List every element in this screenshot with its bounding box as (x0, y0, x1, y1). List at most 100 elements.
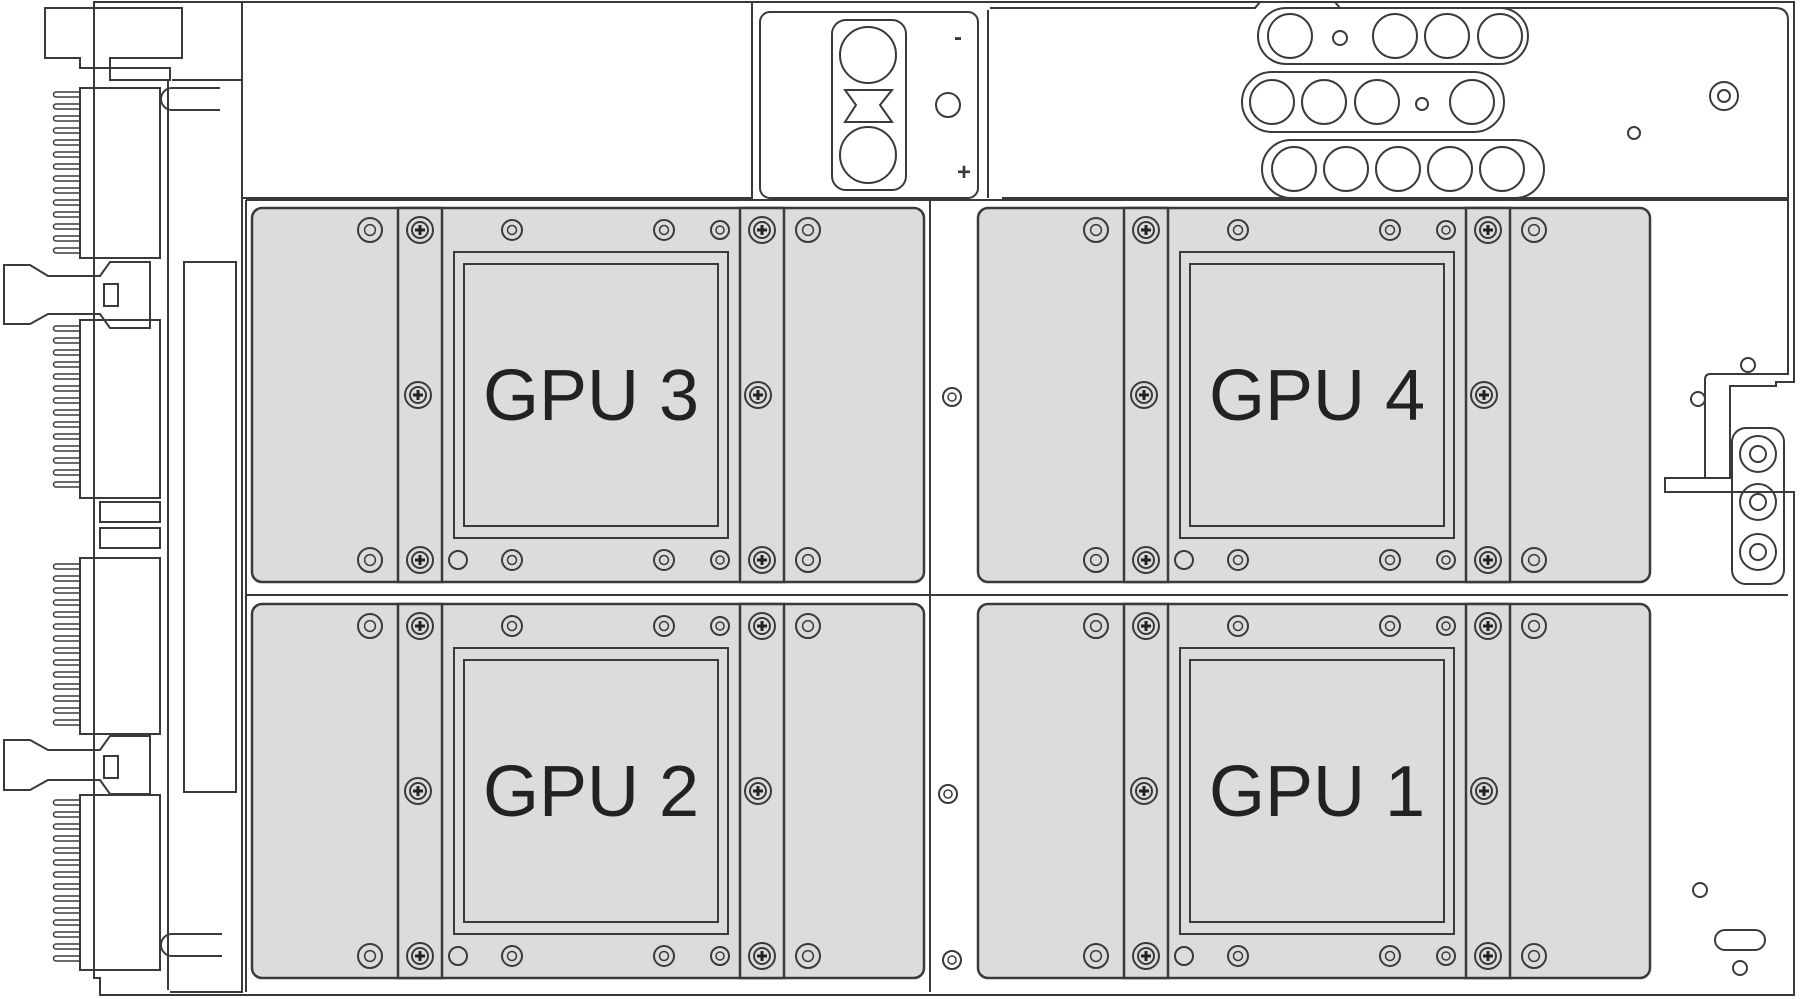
gpu-label: GPU 4 (1209, 356, 1425, 436)
captive-screw (406, 546, 434, 574)
coolant-panel (990, 1, 1789, 478)
mount-screw (710, 220, 730, 240)
top-left-panel (241, 1, 753, 199)
mount-screw (357, 943, 383, 969)
guide-hole (1174, 946, 1194, 966)
die (463, 263, 719, 527)
captive-screw (1132, 216, 1160, 244)
coolant-port-row-1 (1257, 7, 1529, 65)
gpu-module: GPU 1 (976, 602, 1652, 980)
left-connector-block (3, 7, 243, 993)
mount-screw (357, 547, 383, 573)
power-negative-label: - (954, 24, 962, 51)
captive-screw (404, 381, 432, 409)
mount-screw (710, 616, 730, 636)
guide-hole (448, 550, 468, 570)
mount-screw (1379, 945, 1401, 967)
mount-screw (938, 784, 958, 804)
mount-screw (1436, 220, 1456, 240)
mount-screw (795, 547, 821, 573)
captive-screw (1474, 546, 1502, 574)
mount-screw (1083, 547, 1109, 573)
mount-screw (1436, 946, 1456, 966)
mount-screw (1379, 549, 1401, 571)
gpu-label: GPU 1 (1209, 752, 1425, 832)
guide-hole (448, 946, 468, 966)
mount-screw (501, 615, 523, 637)
captive-screw (748, 216, 776, 244)
mount-screw (653, 615, 675, 637)
board-outline (93, 1, 1795, 996)
captive-screw (1132, 546, 1160, 574)
gpu-module: GPU 4 (976, 206, 1652, 584)
captive-screw (406, 216, 434, 244)
power-positive-label: + (957, 159, 971, 186)
mount-screw (1379, 219, 1401, 241)
mount-screw (942, 950, 962, 970)
captive-screw (1132, 942, 1160, 970)
die-frame (453, 251, 729, 539)
power-connector: - + (759, 11, 979, 199)
gpu-area-frame (245, 199, 1788, 992)
lower-latch (3, 735, 151, 795)
captive-screw (1474, 612, 1502, 640)
mount-screw (501, 219, 523, 241)
mount-screw (653, 549, 675, 571)
mount-screw (357, 613, 383, 639)
mount-screw (1379, 615, 1401, 637)
mount-screw (795, 613, 821, 639)
captive-screw (1474, 942, 1502, 970)
mount-screw (1227, 615, 1249, 637)
mount-screw (1521, 613, 1547, 639)
die-frame (1179, 647, 1455, 935)
die (1189, 263, 1445, 527)
mount-screw (357, 217, 383, 243)
mount-screw (942, 387, 962, 407)
coolant-port-row-3 (1261, 139, 1545, 199)
connector-pins (52, 91, 80, 962)
die-frame (453, 647, 729, 935)
die (463, 659, 719, 923)
mount-screw (1521, 943, 1547, 969)
captive-screw (1130, 381, 1158, 409)
coolant-port-row-2 (1241, 71, 1505, 133)
upper-latch (3, 261, 151, 329)
captive-screw (1474, 216, 1502, 244)
mount-screw (710, 946, 730, 966)
gpu-label: GPU 2 (483, 752, 699, 832)
gpu-label: GPU 3 (483, 356, 699, 436)
mount-screw (1083, 613, 1109, 639)
right-side-features (1627, 81, 1785, 976)
captive-screw (1130, 777, 1158, 805)
captive-screw (406, 942, 434, 970)
mount-screw (1227, 219, 1249, 241)
captive-screw (748, 942, 776, 970)
mount-screw (1436, 550, 1456, 570)
captive-screw (744, 381, 772, 409)
captive-screw (1470, 777, 1498, 805)
die (1189, 659, 1445, 923)
captive-screw (404, 777, 432, 805)
mount-screw (501, 945, 523, 967)
captive-screw (748, 546, 776, 574)
captive-screw (1470, 381, 1498, 409)
mount-screw (1083, 943, 1109, 969)
mount-screw (653, 945, 675, 967)
mount-screw (1436, 616, 1456, 636)
mount-screw (795, 217, 821, 243)
mount-screw (1521, 547, 1547, 573)
mount-screw (1227, 945, 1249, 967)
gpu-module: GPU 3 (250, 206, 926, 584)
mount-screw (1227, 549, 1249, 571)
mount-screw (653, 219, 675, 241)
mount-screw (795, 943, 821, 969)
mount-screw (501, 549, 523, 571)
mount-screw (1083, 217, 1109, 243)
captive-screw (1132, 612, 1160, 640)
gpu-modules: GPU 3 GPU 4 GPU 2 GPU 1 (250, 206, 1652, 980)
captive-screw (748, 612, 776, 640)
captive-screw (406, 612, 434, 640)
mount-screw (710, 550, 730, 570)
